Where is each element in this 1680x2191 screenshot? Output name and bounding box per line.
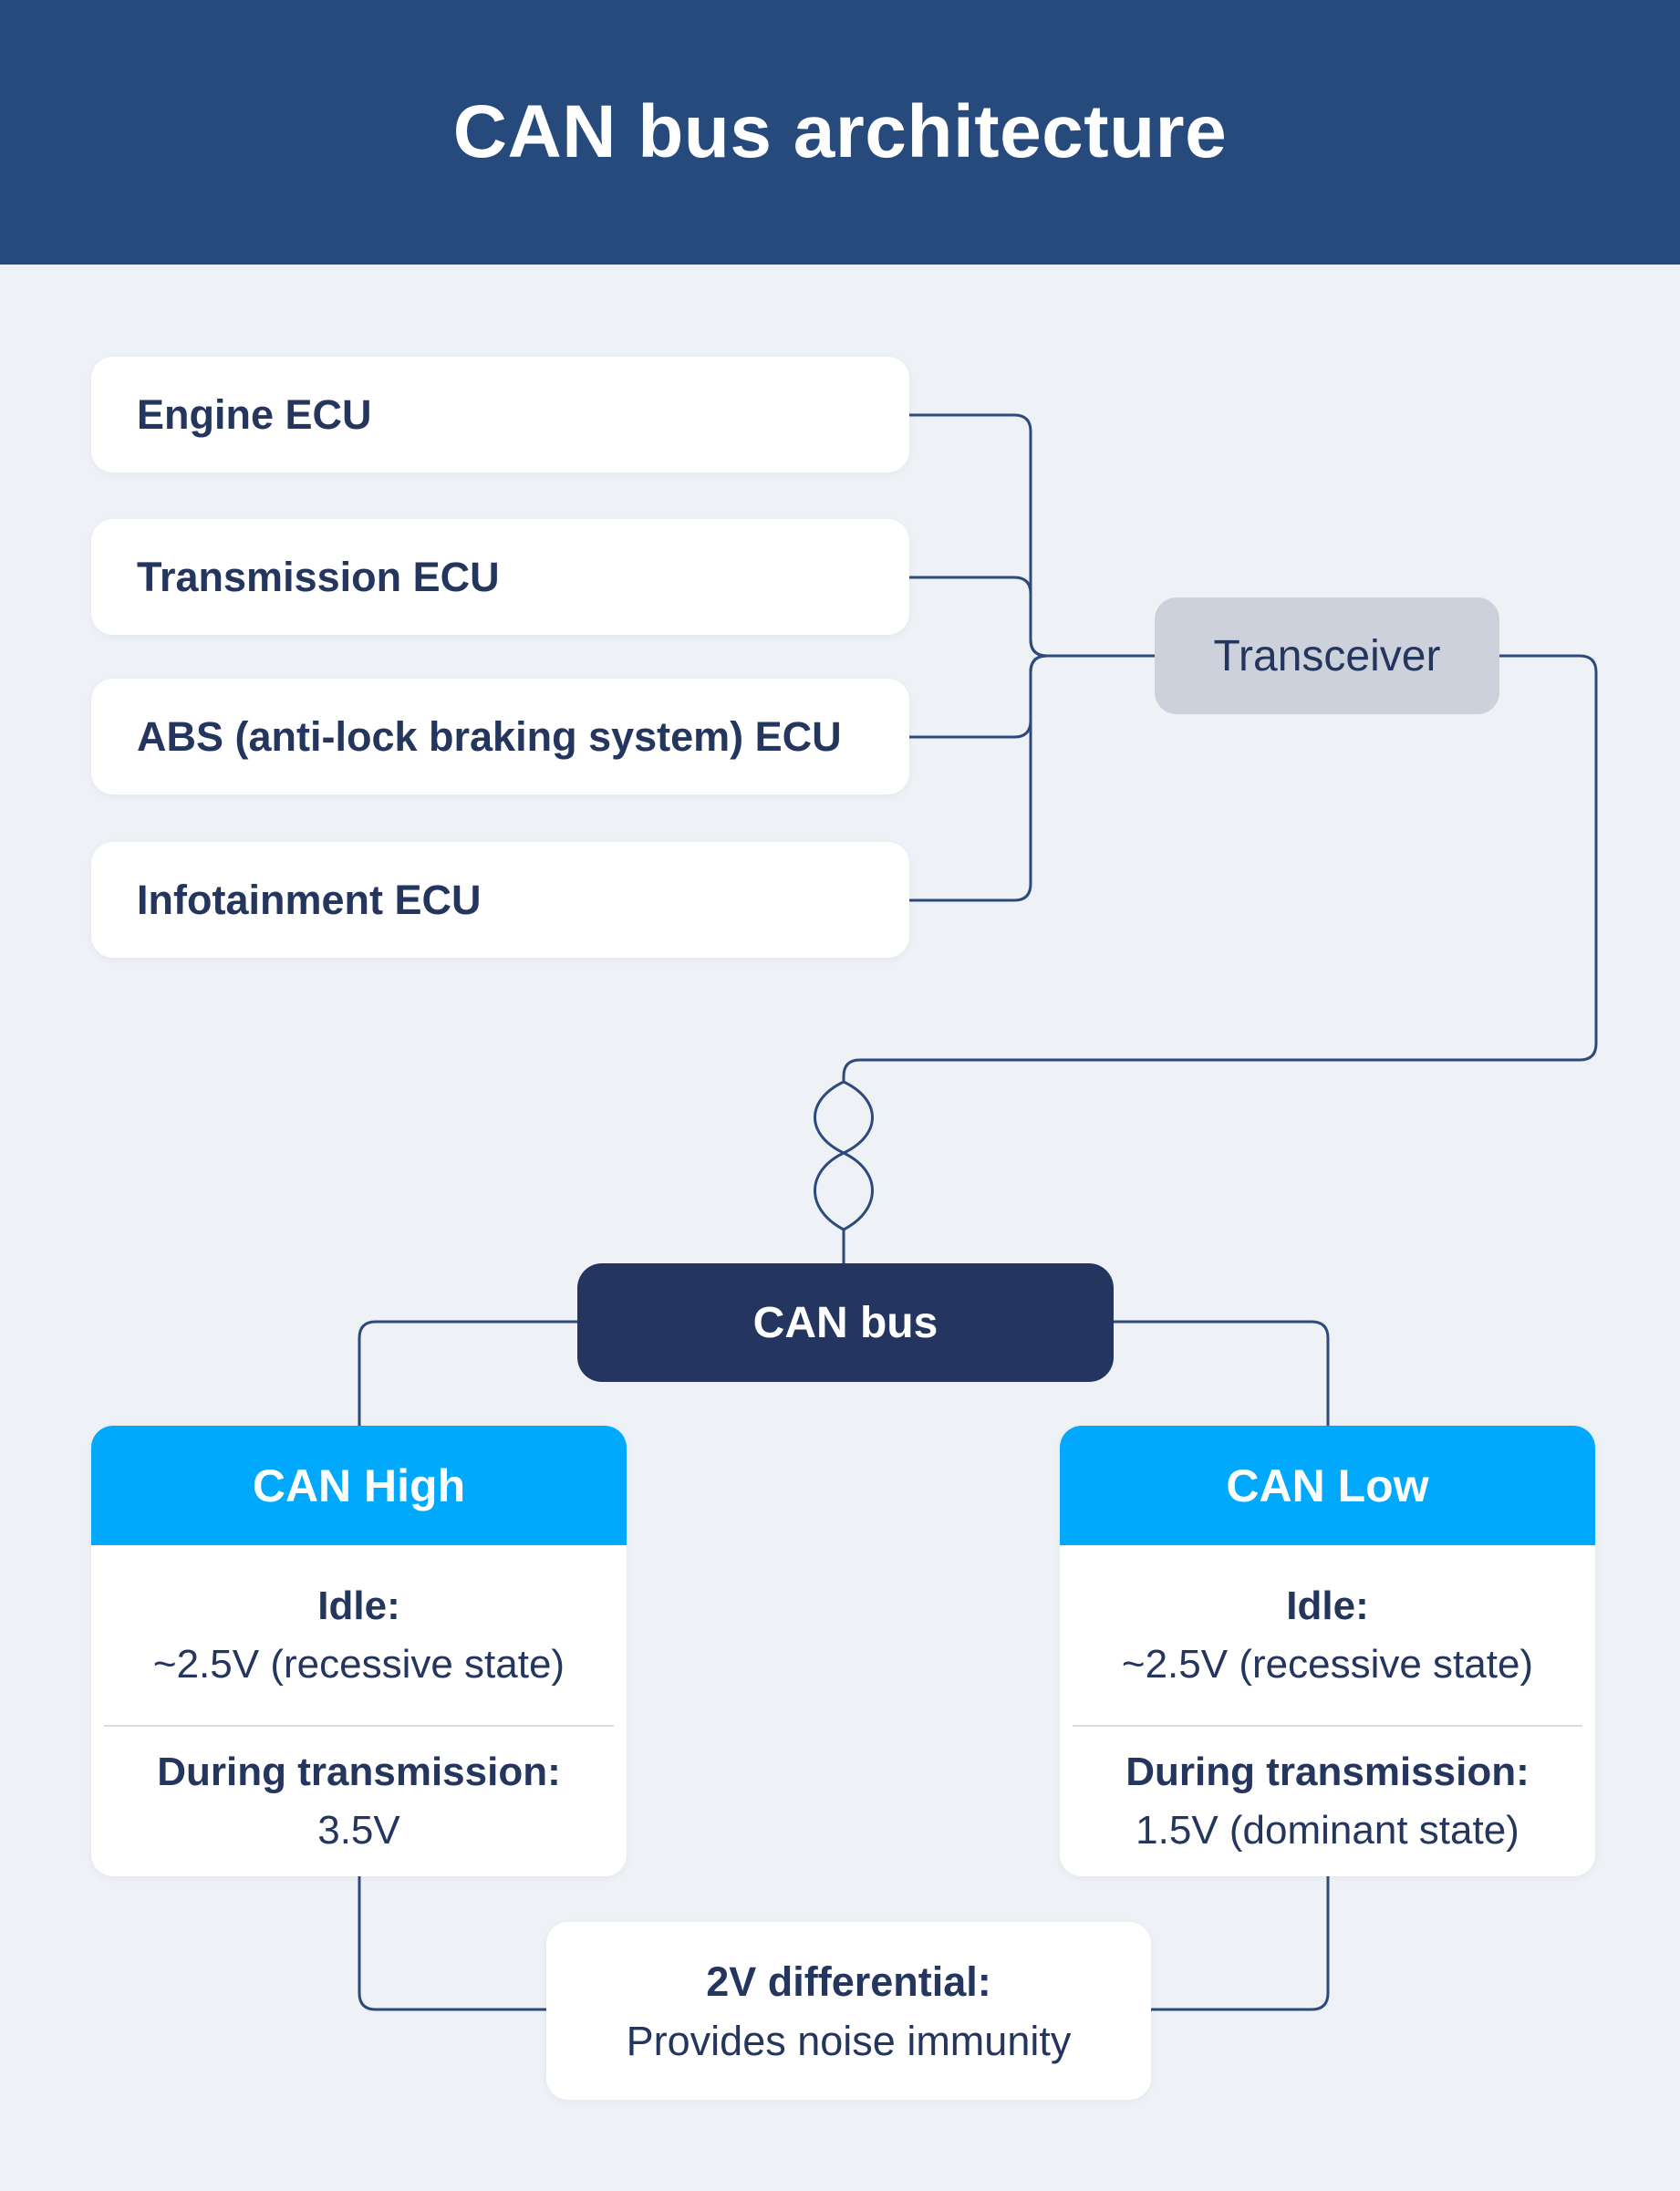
can-low-header: CAN Low — [1060, 1426, 1595, 1545]
connector-infotainment-to-transceiver — [909, 654, 1155, 902]
can-high-idle-label: Idle: — [317, 1583, 400, 1628]
ecu-label-abs: ABS (anti-lock braking system) ECU — [137, 712, 842, 760]
ecu-box-infotainment: Infotainment ECU — [91, 842, 909, 958]
can-high-card: CAN High Idle: ~2.5V (recessive state) D… — [91, 1426, 627, 1876]
can-high-title: CAN High — [252, 1459, 466, 1511]
header-band: CAN bus architecture — [0, 0, 1680, 265]
connector-transmission-to-transceiver — [909, 576, 1155, 658]
ecu-label-transmission: Transmission ECU — [137, 553, 500, 600]
differential-box: 2V differential: Provides noise immunity — [546, 1922, 1151, 2100]
can-low-card: CAN Low Idle: ~2.5V (recessive state) Du… — [1060, 1426, 1595, 1876]
can-high-divider — [104, 1725, 614, 1727]
ecu-box-transmission: Transmission ECU — [91, 519, 909, 635]
connector-canhigh-to-differential — [358, 1876, 547, 2011]
can-low-idle-section: Idle: ~2.5V (recessive state) — [1060, 1545, 1595, 1725]
differential-subtitle: Provides noise immunity — [626, 2017, 1072, 2064]
can-high-transmission-value: 3.5V — [317, 1808, 400, 1853]
page-title: CAN bus architecture — [452, 90, 1228, 173]
can-low-transmission-section: During transmission: 1.5V (dominant stat… — [1060, 1727, 1595, 1876]
ecu-label-infotainment: Infotainment ECU — [137, 876, 482, 923]
can-bus-box: CAN bus — [577, 1263, 1114, 1382]
connector-canbus-to-canlow — [1114, 1320, 1330, 1426]
can-low-divider — [1073, 1725, 1582, 1727]
ecu-box-abs: ABS (anti-lock braking system) ECU — [91, 679, 909, 794]
can-high-idle-section: Idle: ~2.5V (recessive state) — [91, 1545, 627, 1725]
transceiver-label: Transceiver — [1213, 631, 1441, 680]
can-low-idle-label: Idle: — [1286, 1583, 1369, 1628]
connector-canlow-to-differential — [1150, 1876, 1330, 2011]
connector-transceiver-to-twisted-pair — [842, 654, 1598, 1082]
twisted-pair-strand-right — [814, 1080, 874, 1231]
ecu-box-engine: Engine ECU — [91, 357, 909, 472]
can-low-title: CAN Low — [1226, 1459, 1429, 1511]
twisted-pair-strand-left — [814, 1080, 874, 1231]
differential-title: 2V differential: — [706, 1957, 991, 2005]
connector-canbus-to-canhigh — [358, 1320, 577, 1426]
can-low-idle-value: ~2.5V (recessive state) — [1121, 1641, 1534, 1687]
can-high-idle-value: ~2.5V (recessive state) — [152, 1641, 565, 1687]
can-bus-label: CAN bus — [752, 1298, 939, 1347]
can-high-header: CAN High — [91, 1426, 627, 1545]
can-low-transmission-label: During transmission: — [1125, 1750, 1530, 1794]
can-low-transmission-value: 1.5V (dominant state) — [1136, 1808, 1519, 1853]
can-high-transmission-label: During transmission: — [157, 1750, 561, 1794]
can-high-transmission-section: During transmission: 3.5V — [91, 1727, 627, 1876]
ecu-label-engine: Engine ECU — [137, 390, 372, 438]
transceiver-box: Transceiver — [1155, 597, 1499, 714]
